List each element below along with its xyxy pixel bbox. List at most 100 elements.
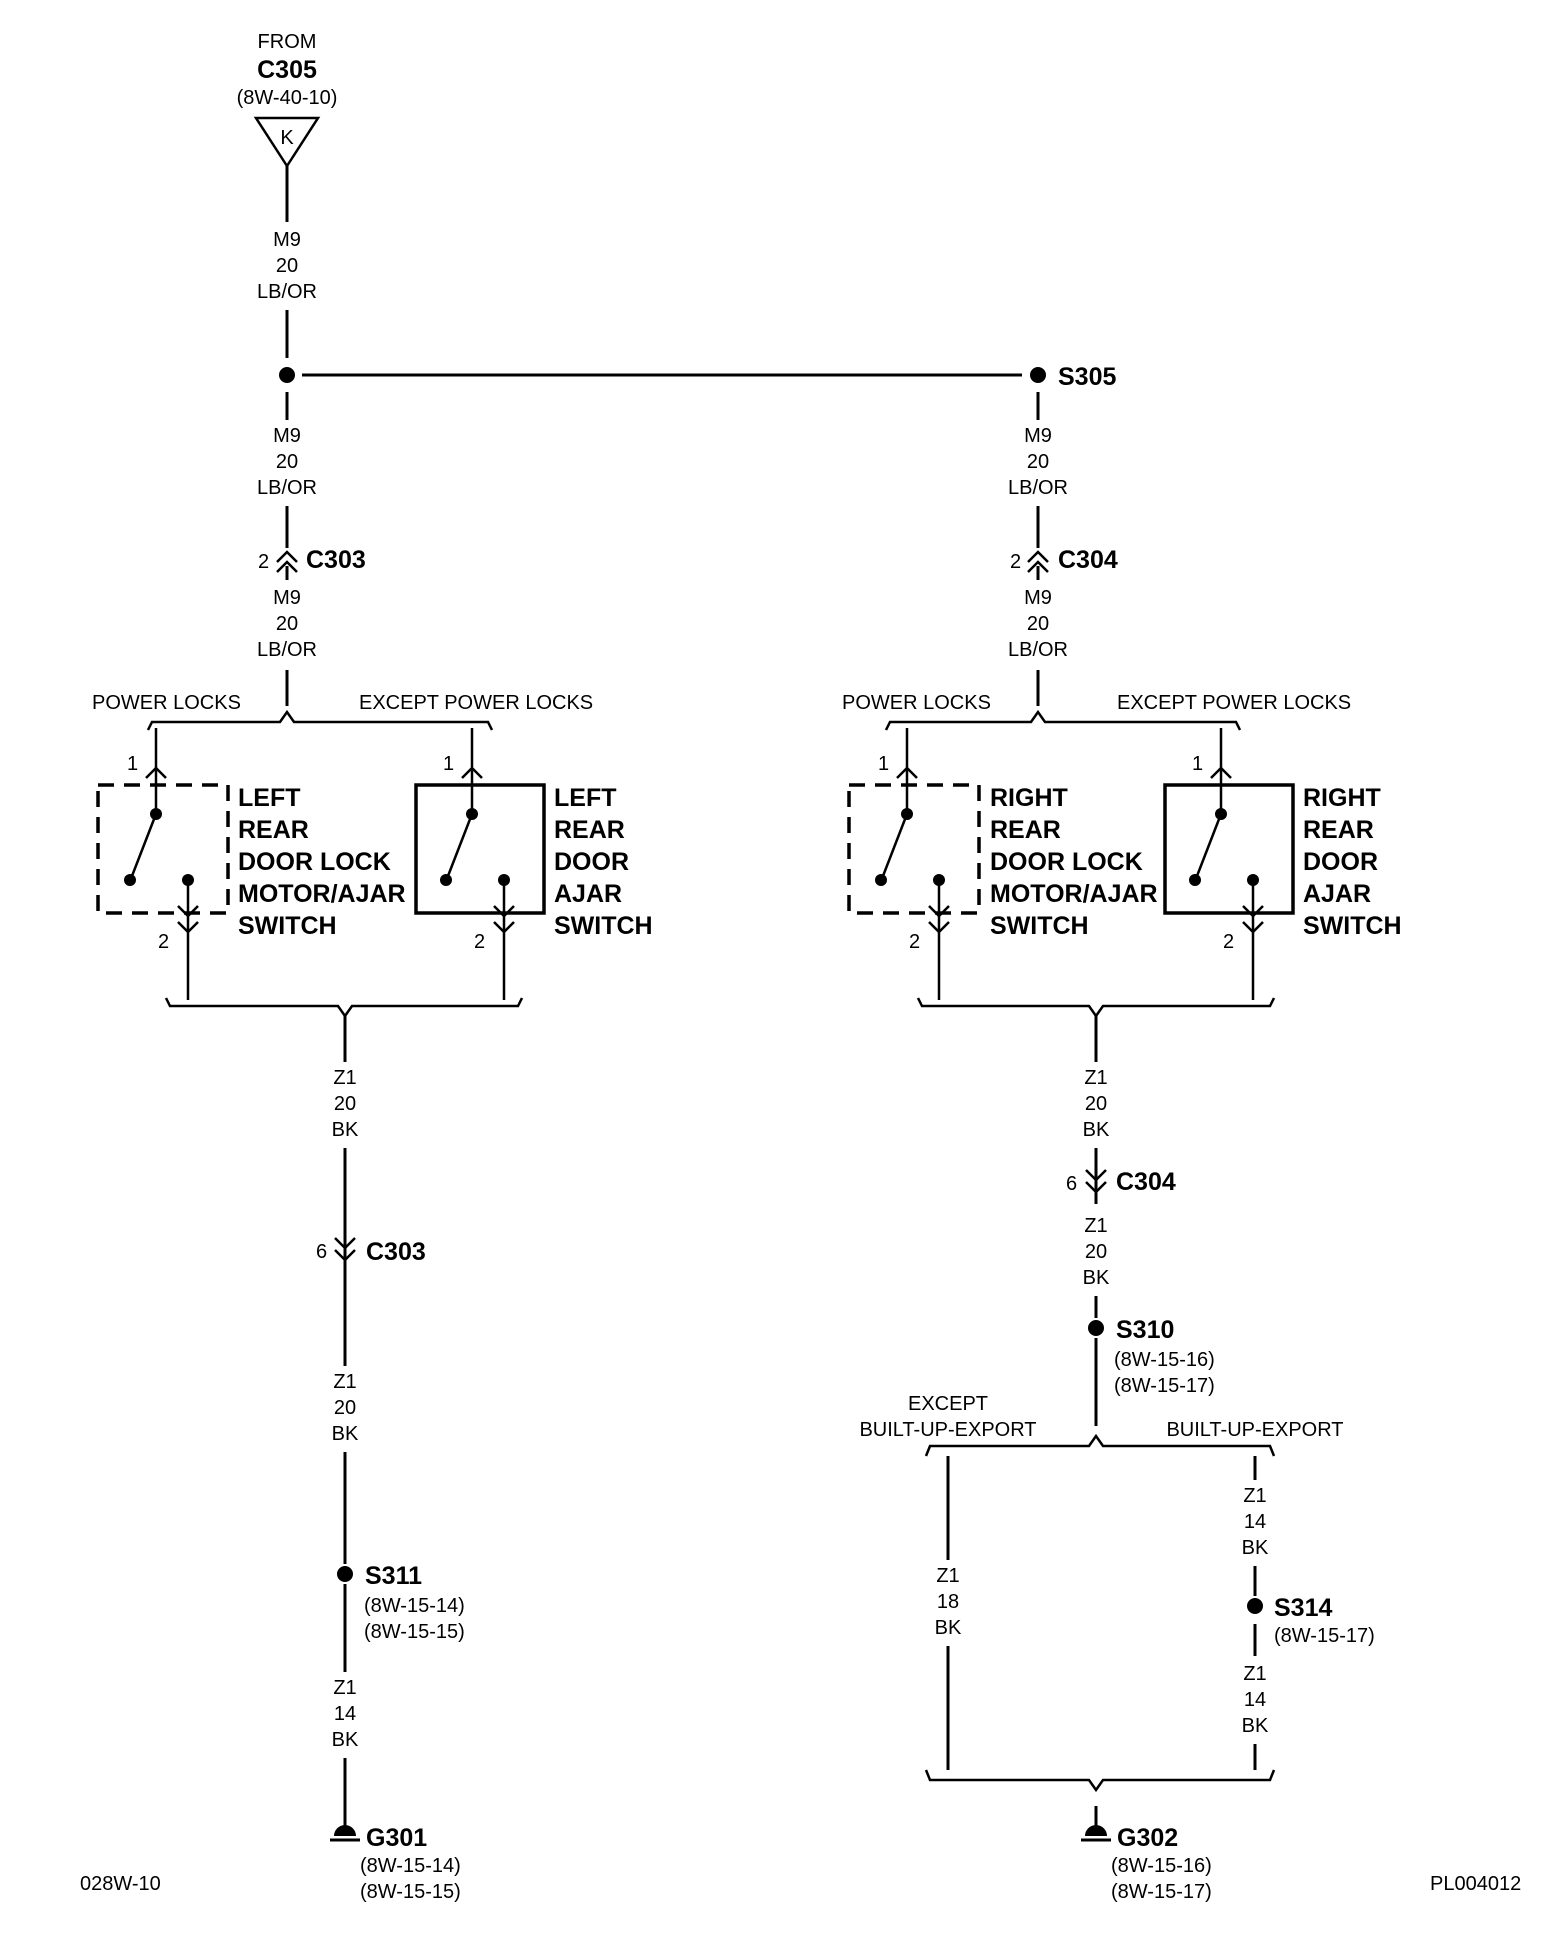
splice-dot-s314 [1247, 1598, 1263, 1614]
wire-color-label: LB/OR [1008, 477, 1068, 499]
pin-label: 2 [258, 551, 269, 573]
left-switch-label-2: REAR [554, 816, 625, 844]
wire-gauge-label: 20 [276, 613, 298, 635]
pin-label: 2 [474, 931, 485, 953]
source-pin-label: K [280, 127, 294, 149]
connector-chevron [928, 921, 950, 934]
source-from-label: FROM [258, 31, 317, 53]
left-motor-label-5: SWITCH [238, 912, 337, 940]
right-switch-label-4: AJAR [1303, 880, 1371, 908]
right-ajar-switch-box [1163, 783, 1295, 915]
wire-circuit-label: M9 [273, 587, 301, 609]
pin-label: 2 [1223, 931, 1234, 953]
footer-right-code: PL004012 [1430, 1873, 1521, 1895]
connector-c303-bottom-label: C303 [366, 1238, 426, 1266]
wire-color-label: LB/OR [257, 639, 317, 661]
wire-gauge-label: 14 [1244, 1511, 1266, 1533]
left-switch-label-3: DOOR [554, 848, 629, 876]
wire-gauge-label: 20 [1027, 451, 1049, 473]
wire-color-label: BK [1242, 1537, 1269, 1559]
wire-circuit-label: M9 [273, 425, 301, 447]
wire-circuit-label: Z1 [1084, 1215, 1107, 1237]
wire-circuit-label: Z1 [1243, 1485, 1266, 1507]
wire-gauge-label: 20 [276, 451, 298, 473]
left-switch-label-1: LEFT [554, 784, 617, 812]
splice-s310-label: S310 [1116, 1316, 1174, 1344]
left-switch-label-4: AJAR [554, 880, 622, 908]
ground-g301-ref2: (8W-15-15) [360, 1881, 461, 1903]
option-except-power-locks-label: EXCEPT POWER LOCKS [1117, 692, 1351, 714]
connector-chevron [928, 905, 950, 918]
wire-gauge-label: 20 [334, 1093, 356, 1115]
splice-s314-ref1: (8W-15-17) [1274, 1625, 1375, 1647]
connector-chevron [1027, 560, 1049, 573]
wire-circuit-label: M9 [1024, 425, 1052, 447]
wire-color-label: BK [332, 1119, 359, 1141]
splice-s311-ref2: (8W-15-15) [364, 1621, 465, 1643]
connector-chevron [145, 766, 167, 779]
switch-blade [130, 813, 158, 877]
switch-contact [1189, 874, 1201, 886]
ground-symbol-g301 [334, 1825, 356, 1836]
option-brace [164, 997, 524, 1019]
ground-symbol-g302 [1085, 1825, 1107, 1836]
right-motor-switch-box [847, 783, 981, 915]
wire-color-label: LB/OR [257, 477, 317, 499]
connector-c304-label: C304 [1058, 546, 1118, 574]
option-except-power-locks-label: EXCEPT POWER LOCKS [359, 692, 593, 714]
left-motor-label-4: MOTOR/AJAR [238, 880, 406, 908]
wire-color-label: LB/OR [1008, 639, 1068, 661]
splice-s310-ref1: (8W-15-16) [1114, 1349, 1215, 1371]
pin-label: 2 [158, 931, 169, 953]
switch-contact [875, 874, 887, 886]
pin-label: 2 [909, 931, 920, 953]
wire-gauge-label: 20 [334, 1397, 356, 1419]
ground-g302-ref2: (8W-15-17) [1111, 1881, 1212, 1903]
wire-gauge-label: 18 [937, 1591, 959, 1613]
switch-contact [124, 874, 136, 886]
wire-gauge-label: 20 [1085, 1241, 1107, 1263]
switch-contact [440, 874, 452, 886]
option-except-label: EXCEPT [908, 1393, 988, 1415]
source-ref-label: (8W-40-10) [237, 87, 338, 109]
option-power-locks-label: POWER LOCKS [92, 692, 241, 714]
connector-chevron [1242, 921, 1264, 934]
left-ajar-switch-box [414, 783, 546, 915]
right-motor-label-3: DOOR LOCK [990, 848, 1143, 876]
connector-c303-label: C303 [306, 546, 366, 574]
pin-label: 1 [127, 753, 138, 775]
option-brace [146, 709, 494, 731]
wire-circuit-label: Z1 [1243, 1663, 1266, 1685]
connector-chevron [493, 905, 515, 918]
wire-circuit-label: Z1 [1084, 1067, 1107, 1089]
switch-blade [881, 813, 909, 877]
option-brace [884, 709, 1242, 731]
wire-circuit-label: Z1 [333, 1067, 356, 1089]
pin-label: 6 [316, 1241, 327, 1263]
connector-chevron [276, 550, 298, 563]
source-connector-triangle [253, 116, 321, 169]
splice-s305-label: S305 [1058, 363, 1116, 391]
connector-chevron [493, 921, 515, 934]
connector-chevron [1027, 550, 1049, 563]
ground-g301-label: G301 [366, 1824, 427, 1852]
wire-color-label: BK [332, 1729, 359, 1751]
splice-s310-ref2: (8W-15-17) [1114, 1375, 1215, 1397]
wire-circuit-label: Z1 [936, 1565, 959, 1587]
wire-color-label: BK [1242, 1715, 1269, 1737]
ground-g302-label: G302 [1117, 1824, 1178, 1852]
wire-color-label: BK [935, 1617, 962, 1639]
splice-dot-s305 [1030, 367, 1046, 383]
option-power-locks-label: POWER LOCKS [842, 692, 991, 714]
left-motor-switch-box [96, 783, 230, 915]
wire-color-label: LB/OR [257, 281, 317, 303]
pin-label: 2 [1010, 551, 1021, 573]
option-brace [916, 997, 1276, 1019]
right-motor-label-2: REAR [990, 816, 1061, 844]
right-switch-label-5: SWITCH [1303, 912, 1402, 940]
wire-color-label: BK [332, 1423, 359, 1445]
left-motor-label-1: LEFT [238, 784, 301, 812]
splice-dot [279, 367, 295, 383]
option-export-label: BUILT-UP-EXPORT [1166, 1419, 1343, 1441]
